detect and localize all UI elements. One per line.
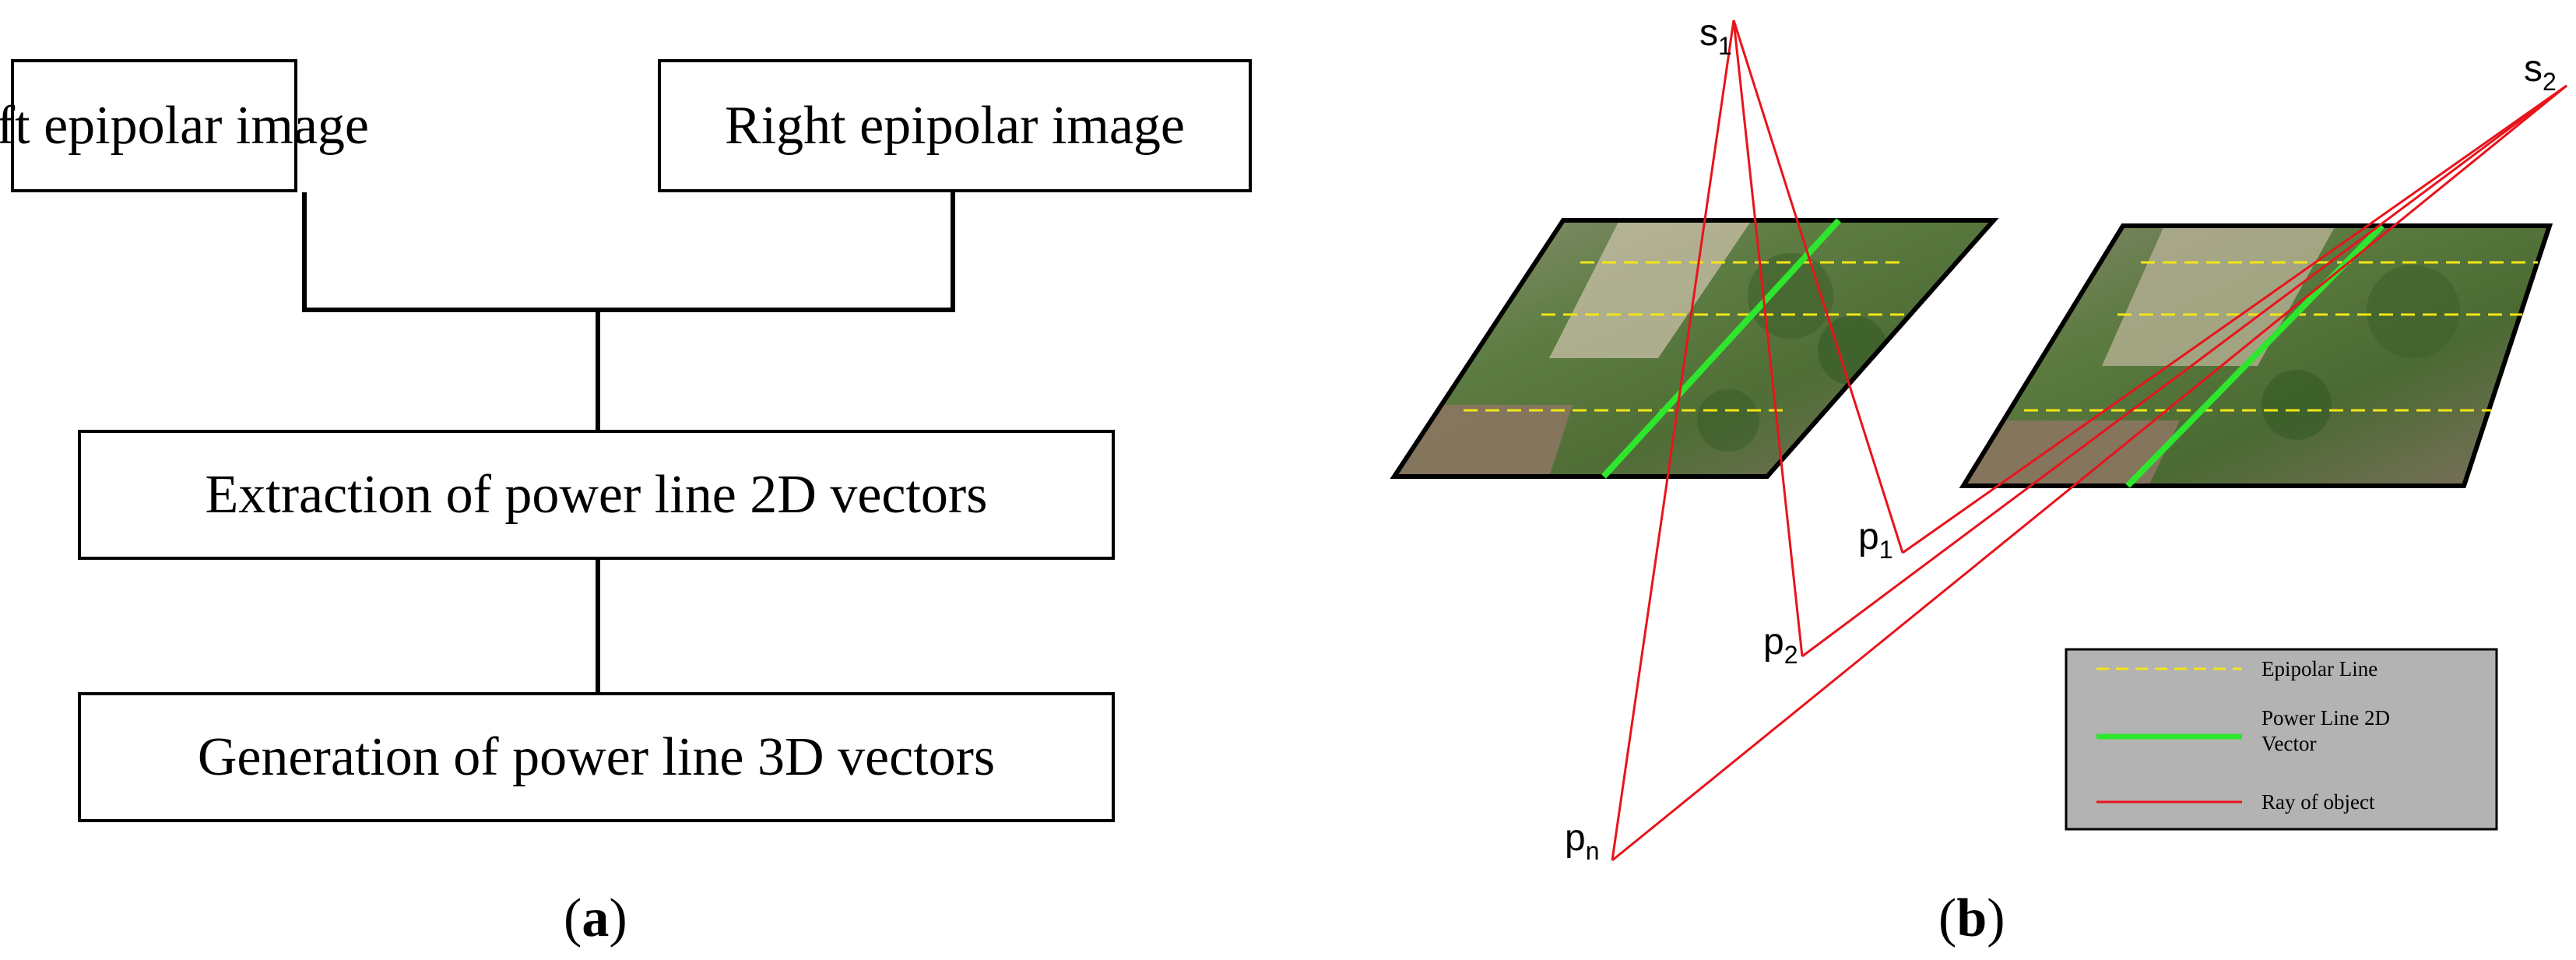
right-epipolar-image-box: Right epipolar image xyxy=(658,59,1252,192)
legend-power-line-label-1: Power Line 2D xyxy=(2261,706,2390,730)
right-image-plane xyxy=(1959,223,2553,488)
rays-from-s2 xyxy=(1611,84,2567,862)
generation-box: Generation of power line 3D vectors xyxy=(78,692,1115,822)
extraction-box: Extraction of power line 2D vectors xyxy=(78,430,1115,560)
label-s1: s1 xyxy=(1699,12,1732,60)
connector-right-down xyxy=(951,192,955,311)
left-epipolar-image-box: Left epipolar image xyxy=(0,59,369,192)
caption-a-letter: a xyxy=(582,888,610,948)
rays-from-s1 xyxy=(1611,19,1904,861)
label-s2: s2 xyxy=(2524,48,2557,96)
caption-a: (a) xyxy=(564,888,627,948)
left-power-line-vector xyxy=(1601,218,1841,479)
left-epipolar-image-label: Left epipolar image xyxy=(0,95,369,156)
caption-b: (b) xyxy=(1938,888,2005,948)
label-pn: pn xyxy=(1565,818,1600,865)
label-p1: p1 xyxy=(1858,516,1893,564)
legend-epipolar-label: Epipolar Line xyxy=(2261,657,2377,680)
connector-center-down xyxy=(596,310,600,430)
extraction-label: Extraction of power line 2D vectors xyxy=(205,464,988,525)
caption-b-letter: b xyxy=(1956,888,1987,948)
legend-power-line-label-2: Vector xyxy=(2261,732,2316,755)
connector-horizontal xyxy=(302,308,955,312)
legend-ray-label: Ray of object xyxy=(2261,790,2375,814)
right-epipolar-image-label: Right epipolar image xyxy=(725,95,1185,156)
left-image-plane xyxy=(1390,218,1999,479)
connector-left-down xyxy=(302,192,307,311)
legend: Epipolar Line Power Line 2D Vector Ray o… xyxy=(2065,648,2498,831)
generation-label: Generation of power line 3D vectors xyxy=(197,726,996,787)
connector-middle-down xyxy=(596,560,600,692)
label-p2: p2 xyxy=(1763,621,1798,669)
